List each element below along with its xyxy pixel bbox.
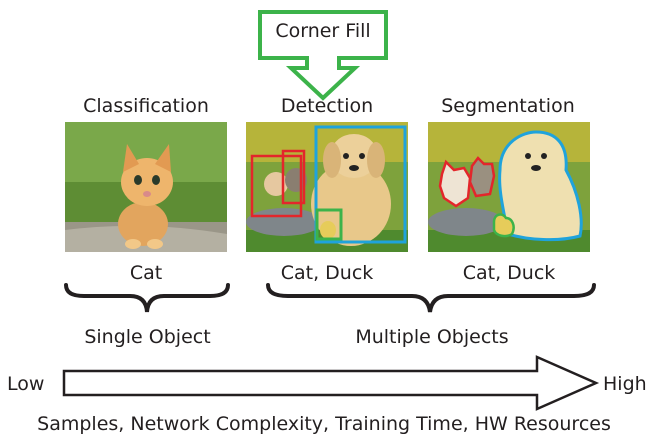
footer-caption: Samples, Network Complexity, Training Ti… — [37, 413, 611, 435]
scale-high-label: High — [603, 373, 647, 395]
classification-title: Classification — [83, 95, 209, 117]
segmentation-image — [428, 122, 590, 252]
segmented-photo — [428, 122, 590, 252]
scale-arrow — [62, 355, 600, 411]
classification-result: Cat — [129, 262, 163, 284]
detection-image — [246, 122, 408, 252]
classification-image — [65, 122, 227, 252]
single-object-brace — [64, 283, 230, 313]
detection-title: Detection — [280, 95, 374, 117]
dog-box — [314, 125, 407, 244]
multiple-objects-brace — [266, 283, 596, 313]
cat-mask-1 — [438, 159, 472, 208]
detection-result: Cat, Duck — [280, 262, 374, 284]
duck-box — [315, 208, 343, 241]
segmentation-result: Cat, Duck — [462, 262, 556, 284]
corner-fill-callout — [258, 10, 388, 101]
multiple-objects-label: Multiple Objects — [355, 326, 509, 348]
bounding-boxes — [250, 125, 407, 244]
puppy-kittens-photo — [246, 122, 408, 252]
duck-mask — [492, 213, 515, 238]
cat-box-2 — [281, 149, 306, 205]
scale-low-label: Low — [7, 373, 45, 395]
cat-box-1 — [250, 154, 303, 218]
segmentation-title: Segmentation — [441, 95, 575, 117]
single-object-label: Single Object — [84, 326, 211, 348]
cat-mask-2 — [468, 156, 496, 198]
kitten-photo — [65, 122, 227, 252]
callout-label: Corner Fill — [275, 20, 371, 42]
